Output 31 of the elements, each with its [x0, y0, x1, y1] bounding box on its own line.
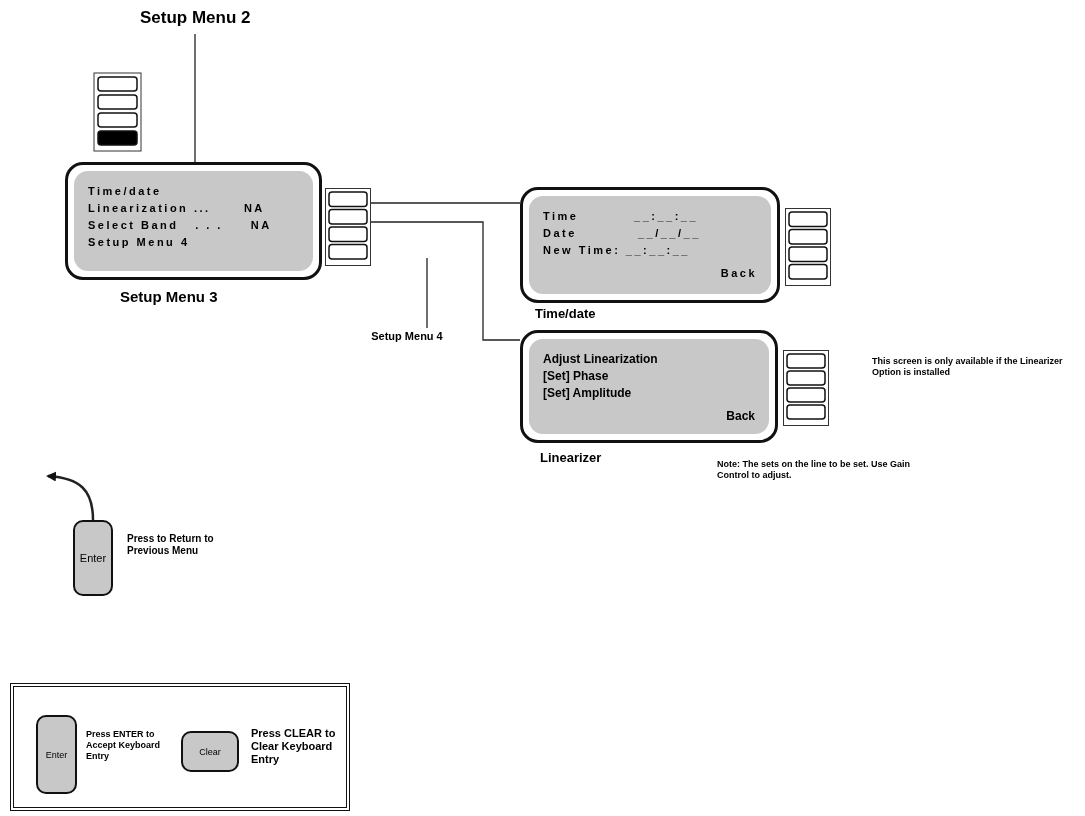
menu-item: Linearization ... NA [88, 201, 266, 216]
caption-text: Time/date [535, 306, 597, 322]
note-text: This screen is only available if the Linearizer Option is installed [872, 356, 1064, 379]
connector-line [370, 202, 521, 204]
caption-text: Press to Return to Previous Menu [127, 533, 215, 557]
note-text: Note: The sets on the line to be set. Use Gain Control to adjust. [717, 459, 912, 482]
caption-text: Press ENTER to Accept Keyboard Entry [86, 729, 162, 762]
caption-text: Linearizer [540, 450, 603, 466]
connector-line [370, 221, 521, 341]
key-button: Enter [36, 715, 77, 794]
menu-item: Date __/__/__ [543, 226, 702, 241]
key-button: Clear [181, 731, 239, 772]
menu-title: Setup Menu 2 [140, 8, 250, 34]
menu-item: New Time: __:__:__ [543, 243, 691, 258]
menu-item: Adjust Linearization [543, 351, 659, 368]
menu-item: Setup Menu 4 [88, 235, 191, 250]
arrow [46, 471, 95, 521]
key-button: Enter [73, 520, 113, 596]
menu-item: Select Band . . . NA [88, 218, 273, 233]
caption-text: Press CLEAR to Clear Keyboard Entry [251, 727, 337, 767]
menu-item: Time/date [88, 184, 163, 199]
menu-item: Time __:__:__ [543, 209, 700, 224]
menu-item: Back [725, 408, 755, 425]
leader-line [426, 257, 428, 329]
menu-item: [Set] Phase [543, 368, 610, 385]
menu-title: Setup Menu 4 [362, 330, 452, 346]
menu-item: Back [719, 266, 757, 281]
menu-item: [Set] Amplitude [543, 385, 633, 402]
caption-text: Setup Menu 3 [120, 288, 219, 306]
legend-panel [10, 683, 350, 811]
connector-line [194, 33, 196, 163]
